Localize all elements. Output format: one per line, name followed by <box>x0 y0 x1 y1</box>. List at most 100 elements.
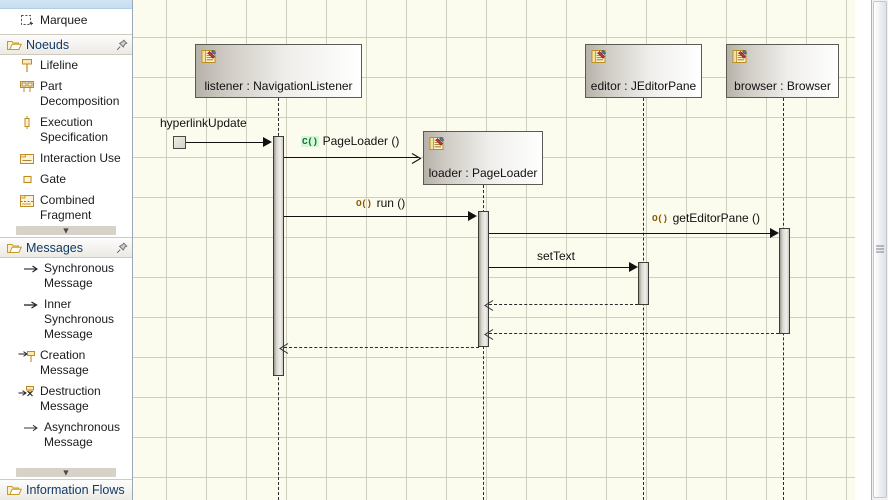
palette-group-noeuds[interactable]: Noeuds <box>0 34 132 55</box>
message-label-page-loader: C() PageLoader () <box>301 134 399 148</box>
palette-item-label: Lifeline <box>40 58 79 72</box>
chevron-down-icon: ▼ <box>61 225 71 235</box>
execution-bar-editor[interactable] <box>638 262 649 305</box>
folder-icon <box>6 484 22 497</box>
palette-item-interaction-use[interactable]: Interaction Use <box>0 148 132 169</box>
arrow-head-hyperlink-update <box>263 137 272 147</box>
message-return-loader-to-listener[interactable] <box>284 347 479 348</box>
palette-item-label: Marquee <box>40 13 88 27</box>
palette-item-asynchronous-message[interactable]: Asynchronous Message <box>0 417 132 453</box>
message-label-set-text: setText <box>537 249 576 263</box>
inner-synchronous-message-icon <box>22 297 40 312</box>
palette-panel: Marquee Noeuds <box>0 0 133 500</box>
canvas-vertical-scrollbar[interactable] <box>871 0 888 500</box>
lifeline-head-loader[interactable]: loader : PageLoader <box>423 131 543 185</box>
palette-item-synchronous-message[interactable]: Synchronous Message <box>0 258 132 294</box>
palette-partial-selected-item[interactable] <box>0 0 132 9</box>
lifeline-label: listener : NavigationListener <box>204 79 353 93</box>
execution-bar-listener[interactable] <box>273 136 284 376</box>
message-label-text: PageLoader () <box>322 134 400 148</box>
palette-footer: ▼ Information Flows <box>0 468 132 500</box>
palette-group-label: Information Flows <box>26 483 125 497</box>
palette-item-part-decomposition[interactable]: Part Decomposition <box>0 76 132 112</box>
message-line-hyperlink-update[interactable] <box>186 142 264 143</box>
palette-group-label: Noeuds <box>26 37 70 52</box>
message-line-run[interactable] <box>284 216 469 217</box>
palette-group-label: Messages <box>26 240 83 255</box>
palette-item-execution-specification[interactable]: Execution Specification <box>0 112 132 148</box>
message-line-set-text[interactable] <box>489 267 630 268</box>
message-return-editor-to-loader[interactable] <box>489 304 638 305</box>
arrow-head-return-loader <box>279 342 289 354</box>
gate-icon <box>18 172 36 187</box>
class-instance-icon <box>429 136 445 151</box>
palette-item-label: Combined Fragment <box>40 193 95 222</box>
pin-icon[interactable] <box>115 38 128 51</box>
palette-item-label: Creation Message <box>40 348 89 377</box>
message-label-get-editor-pane: O() getEditorPane () <box>651 211 760 225</box>
palette-item-label: Inner Synchronous Message <box>44 297 115 341</box>
operation-icon: O() <box>652 212 668 224</box>
arrow-head-return-browser <box>484 328 494 340</box>
part-decomposition-icon <box>18 79 36 94</box>
destruction-message-icon <box>18 384 36 399</box>
palette-item-label: Destruction Message <box>40 384 101 413</box>
marquee-icon <box>18 13 36 28</box>
gate-hyperlink-update[interactable] <box>173 136 186 149</box>
arrow-head-page-loader <box>411 152 422 164</box>
diagram-canvas[interactable]: listener : NavigationListener loader : P… <box>133 0 855 500</box>
arrow-head-get-editor-pane <box>770 228 779 238</box>
palette-item-creation-message[interactable]: Creation Message <box>0 345 132 381</box>
pin-icon[interactable] <box>115 241 128 254</box>
message-line-get-editor-pane[interactable] <box>489 233 771 234</box>
scrollbar-thumb[interactable] <box>873 1 887 498</box>
execution-bar-browser[interactable] <box>779 228 790 334</box>
lifeline-label: loader : PageLoader <box>428 166 538 180</box>
message-line-page-loader[interactable] <box>284 157 418 158</box>
lifeline-head-listener[interactable]: listener : NavigationListener <box>195 44 362 98</box>
folder-icon <box>6 241 22 254</box>
message-label-run: O() run () <box>355 196 405 210</box>
palette-item-inner-synchronous-message[interactable]: Inner Synchronous Message <box>0 294 132 345</box>
palette-item-label: Part Decomposition <box>40 79 120 108</box>
arrow-head-run <box>468 211 477 221</box>
palette-group-messages[interactable]: Messages <box>0 237 132 258</box>
palette-item-marquee[interactable]: Marquee <box>0 9 132 31</box>
lifeline-label: editor : JEditorPane <box>590 79 697 93</box>
synchronous-message-icon <box>22 261 40 276</box>
arrow-head-set-text <box>629 262 638 272</box>
palette-item-label: Gate <box>40 172 67 186</box>
palette-item-lifeline[interactable]: Lifeline <box>0 55 132 76</box>
scrollbar-grip-icon <box>876 245 884 254</box>
palette-item-combined-fragment[interactable]: Combined Fragment <box>0 190 132 226</box>
interaction-use-icon <box>18 151 36 166</box>
class-instance-icon <box>732 49 748 64</box>
lifeline-icon <box>18 58 36 73</box>
message-label-hyperlink-update: hyperlinkUpdate <box>160 116 247 130</box>
constructor-icon: C() <box>301 135 319 147</box>
palette-item-label: Synchronous Message <box>44 261 115 290</box>
class-instance-icon <box>201 49 217 64</box>
palette-item-label: Execution Specification <box>40 115 109 144</box>
palette-group-information-flows[interactable]: Information Flows <box>0 479 132 500</box>
message-return-browser-to-loader[interactable] <box>489 333 779 334</box>
message-label-text: run () <box>376 196 406 210</box>
operation-icon: O() <box>356 197 372 209</box>
palette-item-destruction-message[interactable]: Destruction Message <box>0 381 132 417</box>
creation-message-icon <box>18 348 36 363</box>
palette-scroll-down-noeuds[interactable]: ▼ <box>16 226 116 235</box>
class-instance-icon <box>591 49 607 64</box>
asynchronous-message-icon <box>22 420 40 435</box>
palette-item-label: Asynchronous Message <box>44 420 121 449</box>
lifeline-head-browser[interactable]: browser : Browser <box>726 44 839 98</box>
folder-icon <box>6 38 22 51</box>
palette-item-label: Interaction Use <box>40 151 121 165</box>
execution-specification-icon <box>18 115 36 130</box>
chevron-down-icon: ▼ <box>61 467 71 477</box>
message-label-text: getEditorPane () <box>672 211 760 225</box>
palette-item-gate[interactable]: Gate <box>0 169 132 190</box>
execution-bar-loader[interactable] <box>478 211 489 347</box>
lifeline-head-editor[interactable]: editor : JEditorPane <box>585 44 702 98</box>
palette-scroll-down-messages[interactable]: ▼ <box>16 468 116 477</box>
lifeline-label: browser : Browser <box>734 79 831 93</box>
